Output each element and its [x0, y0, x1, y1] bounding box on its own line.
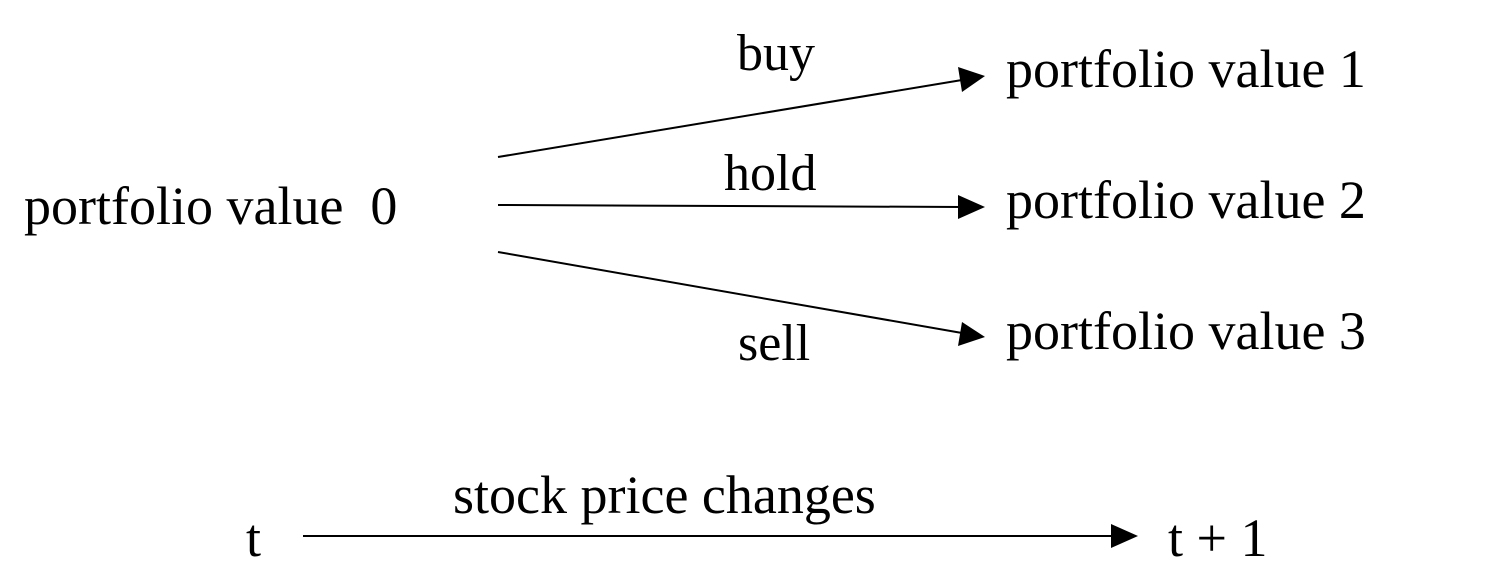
hold-edge	[497, 204, 963, 208]
target-node-1-label: portfolio value 1	[1006, 39, 1366, 99]
sell-edge	[497, 251, 963, 334]
buy-action-label: buy	[737, 25, 815, 82]
buy-edge	[497, 79, 963, 158]
timeline-start-label: t	[246, 508, 261, 568]
timeline-arrowhead	[1111, 524, 1138, 548]
hold-action-label: hold	[724, 145, 816, 202]
sell-action-label: sell	[738, 315, 810, 372]
sell-arrowhead	[958, 322, 985, 346]
timeline-end-label: t + 1	[1168, 508, 1267, 568]
source-node-label: portfolio value 0	[24, 176, 397, 236]
hold-arrowhead	[958, 195, 985, 219]
timeline-label: stock price changes	[453, 465, 876, 525]
target-node-2-label: portfolio value 2	[1006, 170, 1366, 230]
target-node-3-label: portfolio value 3	[1006, 301, 1366, 361]
buy-arrowhead	[958, 67, 985, 92]
